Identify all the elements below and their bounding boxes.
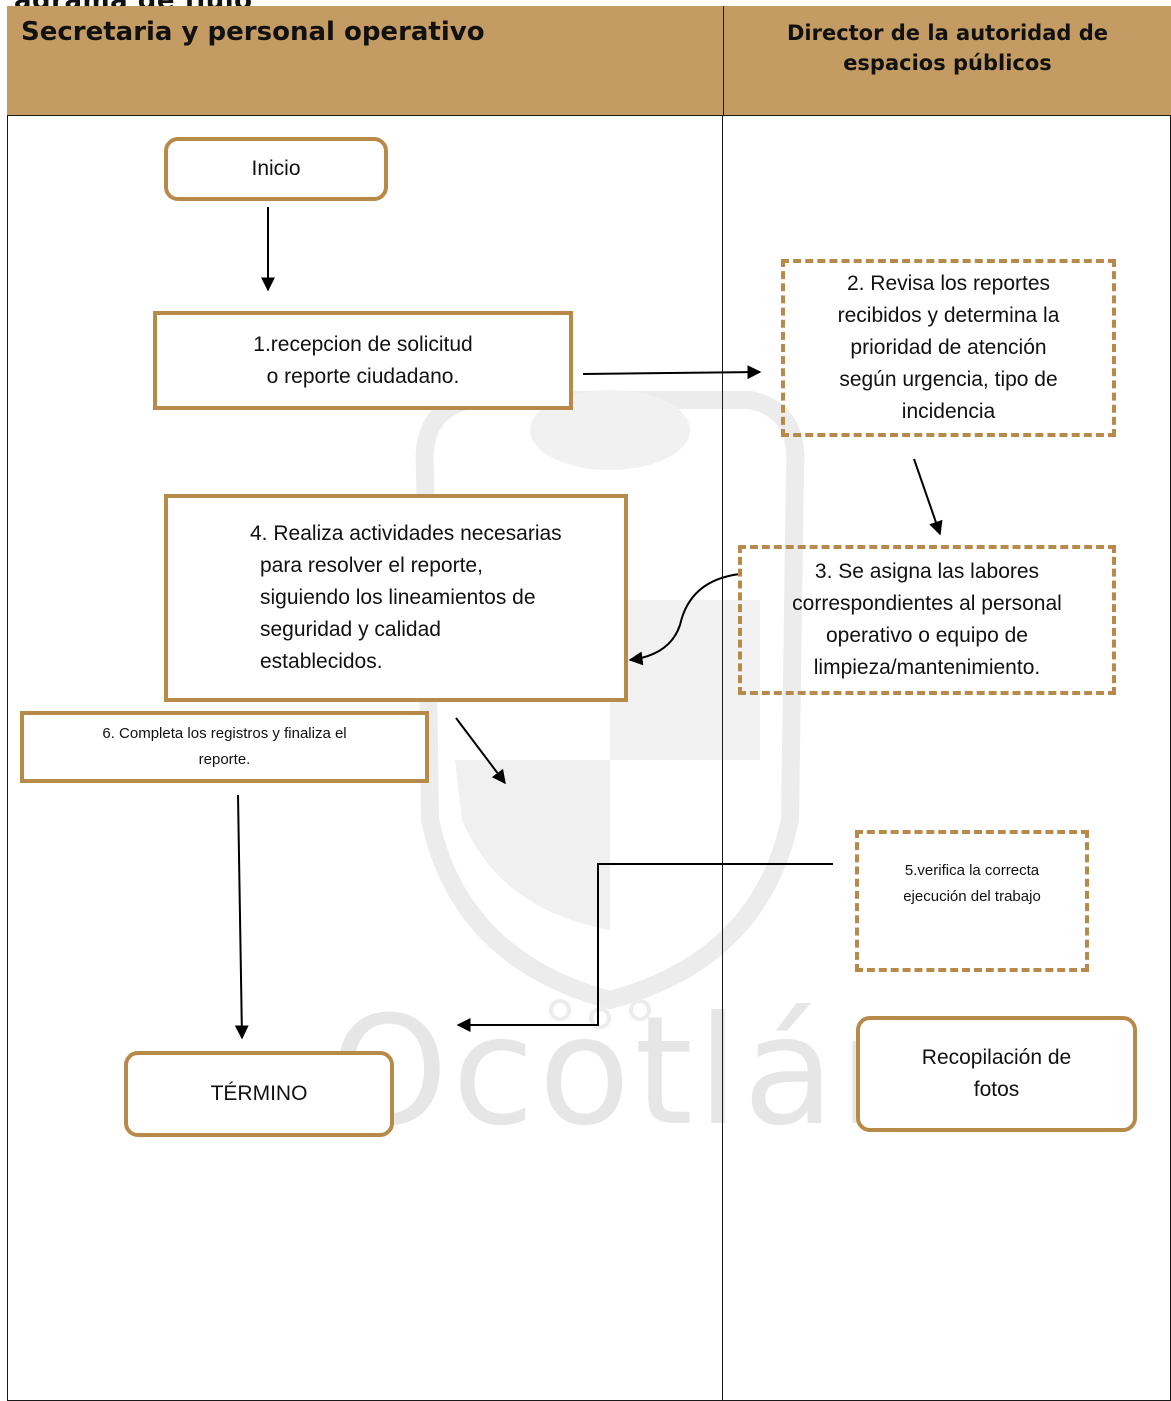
node-step-1-line2: o reporte ciudadano. bbox=[266, 364, 460, 388]
node-step-2: 2. Revisa los reportes recibidos y deter… bbox=[781, 259, 1116, 437]
lane-title-director-line2: espacios públicos bbox=[843, 51, 1052, 75]
lane-title-director-line1: Director de la autoridad de bbox=[786, 21, 1109, 45]
lane-title-secretaria: Secretaria y personal operativo bbox=[21, 17, 485, 47]
node-inicio-label: Inicio bbox=[251, 157, 301, 180]
node-step-2-line1: 2. Revisa los reportes bbox=[846, 272, 1051, 295]
node-step-4-line4: seguridad y calidad bbox=[260, 618, 441, 641]
swimlane-table bbox=[7, 6, 1171, 1401]
node-step-6-line2: reporte. bbox=[198, 751, 251, 768]
node-step-4-text: 4. Realiza actividades necesarias para r… bbox=[250, 518, 562, 678]
lane-header-left: Secretaria y personal operativo bbox=[7, 6, 723, 116]
node-step-2-line4: según urgencia, tipo de bbox=[839, 368, 1058, 391]
node-step-2-line5: incidencia bbox=[901, 400, 996, 423]
node-step-6: 6. Completa los registros y finaliza el … bbox=[20, 711, 429, 783]
node-step-2-line2: recibidos y determina la bbox=[837, 304, 1060, 327]
node-fotos-line1: Recopilación de bbox=[921, 1046, 1072, 1069]
node-step-4-line3: siguiendo los lineamientos de bbox=[260, 586, 536, 609]
lane-header-right: Director de la autoridad de espacios púb… bbox=[723, 6, 1171, 116]
node-step-5-line2: ejecución del trabajo bbox=[903, 888, 1041, 905]
node-step-5-text: 5.verifica la correcta ejecución del tra… bbox=[903, 858, 1041, 910]
node-fotos-text: Recopilación de fotos bbox=[922, 1042, 1071, 1106]
node-step-3-line2: correspondientes al personal bbox=[792, 592, 1062, 615]
node-step-3-line1: 3. Se asigna las labores bbox=[814, 560, 1040, 583]
node-step-2-line3: prioridad de atención bbox=[850, 336, 1047, 359]
node-step-3-text: 3. Se asigna las labores correspondiente… bbox=[792, 556, 1062, 684]
node-step-6-text: 6. Completa los registros y finaliza el … bbox=[102, 721, 346, 773]
node-step-6-line1: 6. Completa los registros y finaliza el bbox=[102, 725, 347, 742]
lane-divider bbox=[722, 116, 723, 1401]
node-inicio: Inicio bbox=[164, 137, 388, 201]
node-step-1: 1.recepcion de solicitud o reporte ciuda… bbox=[153, 311, 573, 410]
node-step-2-text: 2. Revisa los reportes recibidos y deter… bbox=[838, 268, 1060, 428]
node-termino-label: TÉRMINO bbox=[210, 1082, 308, 1105]
node-termino: TÉRMINO bbox=[124, 1051, 394, 1137]
node-step-3: 3. Se asigna las labores correspondiente… bbox=[738, 545, 1116, 695]
node-step-5: 5.verifica la correcta ejecución del tra… bbox=[855, 830, 1089, 972]
node-step-5-line1: 5.verifica la correcta bbox=[904, 862, 1040, 879]
lane-title-director: Director de la autoridad de espacios púb… bbox=[724, 18, 1171, 78]
node-step-1-line1: 1.recepcion de solicitud bbox=[253, 332, 473, 356]
node-step-3-line3: operativo o equipo de bbox=[825, 624, 1028, 647]
node-step-3-line4: limpieza/mantenimiento. bbox=[813, 656, 1041, 679]
node-step-4: 4. Realiza actividades necesarias para r… bbox=[164, 494, 628, 702]
node-step-1-text: 1.recepcion de solicitud o reporte ciuda… bbox=[253, 329, 472, 393]
node-recopilacion-fotos: Recopilación de fotos bbox=[856, 1016, 1137, 1132]
node-step-4-line1: 4. Realiza actividades necesarias bbox=[250, 522, 562, 545]
node-step-4-line5: establecidos. bbox=[260, 650, 383, 673]
node-fotos-line2: fotos bbox=[973, 1078, 1020, 1101]
node-step-4-line2: para resolver el reporte, bbox=[260, 554, 483, 577]
